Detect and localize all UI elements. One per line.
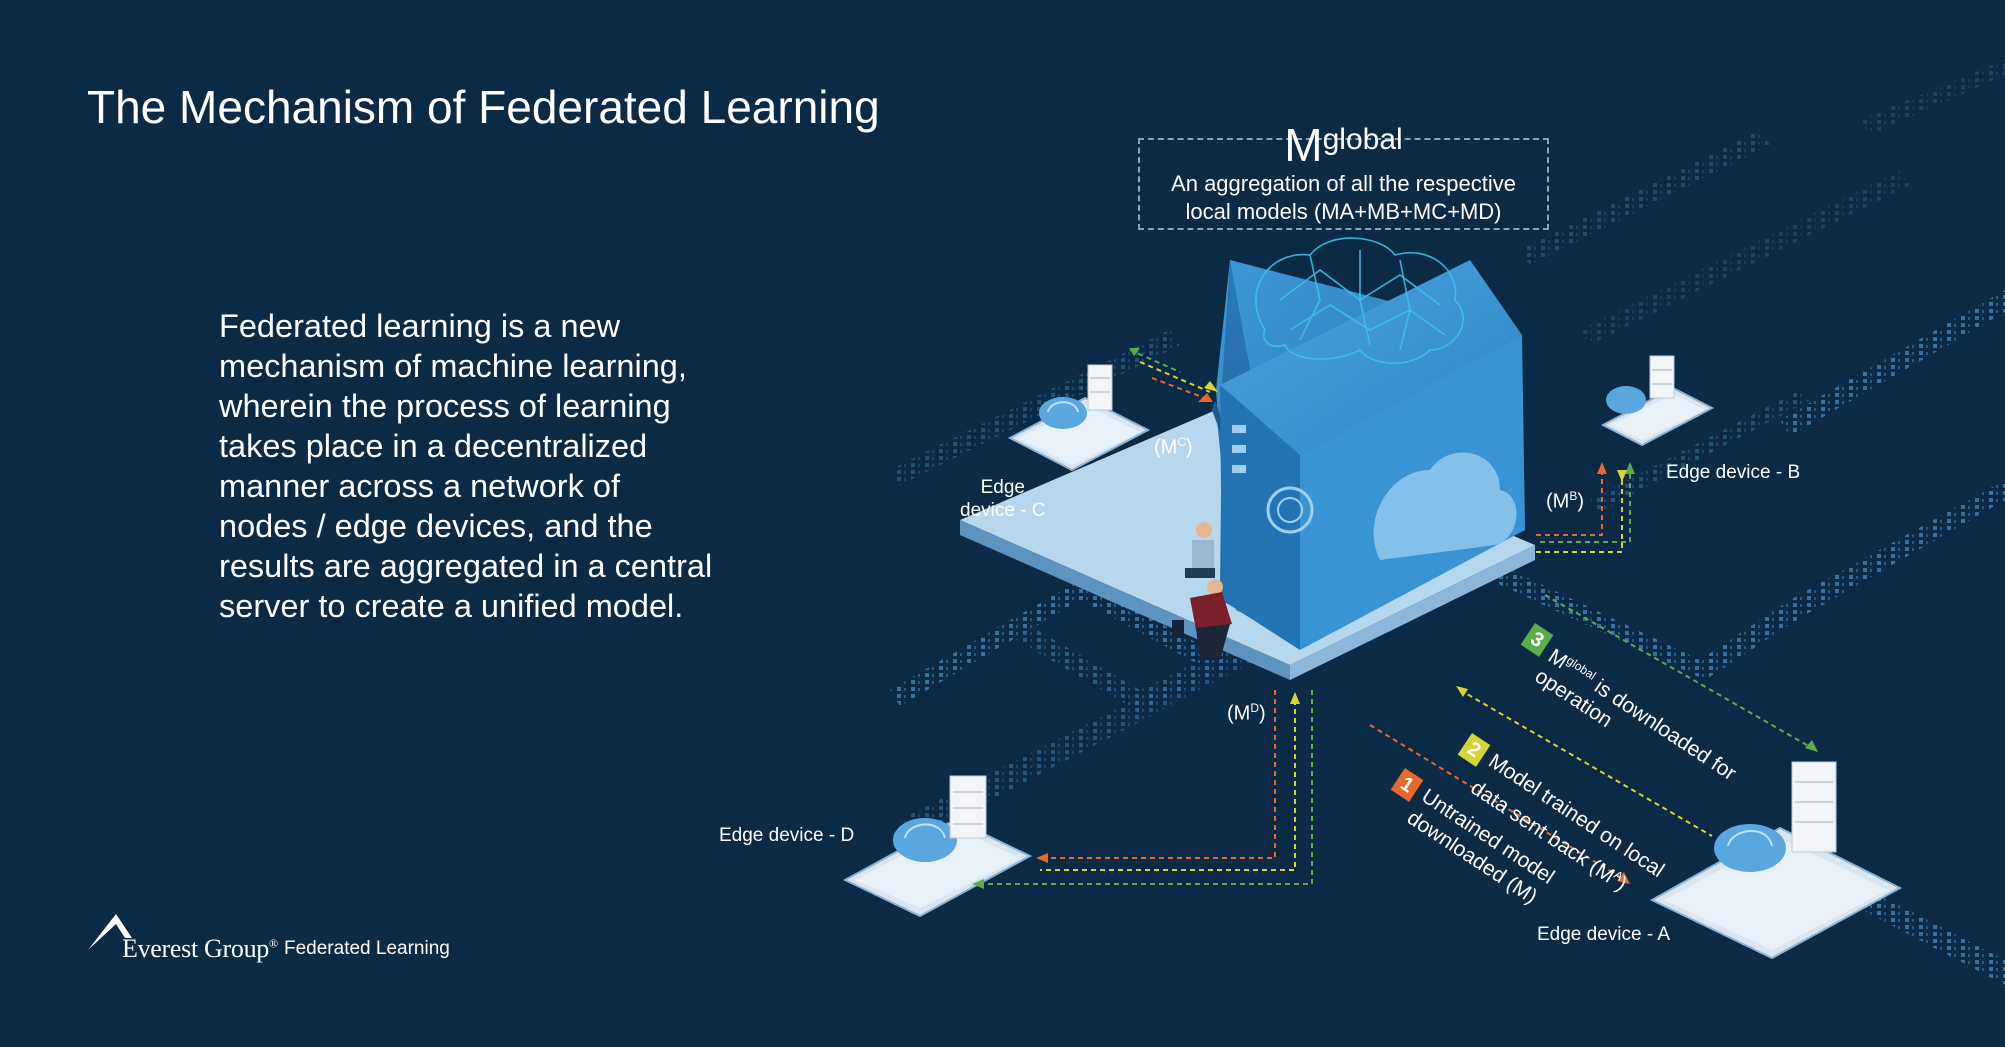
people-illustration bbox=[1172, 522, 1232, 660]
product-name: Federated Learning bbox=[284, 938, 450, 959]
arrow-d-green bbox=[975, 690, 1313, 885]
arrow-a-orange bbox=[1369, 724, 1626, 881]
flow-arrows bbox=[975, 349, 1813, 885]
description-line: nodes / edge devices, and the bbox=[219, 508, 653, 544]
model-d-label: (MD) bbox=[1227, 701, 1266, 725]
edge-device-b-illustration bbox=[1600, 355, 1715, 447]
edge-device-a-illustration bbox=[1649, 761, 1903, 960]
arrow-a-yellow bbox=[1459, 689, 1713, 837]
arrow-c-yellow bbox=[1139, 361, 1211, 393]
description-line: mechanism of machine learning, bbox=[219, 348, 687, 384]
arrow-heads bbox=[972, 348, 1818, 889]
model-c-label: (MC) bbox=[1154, 435, 1193, 459]
arrow-d-orange bbox=[1040, 690, 1276, 859]
model-d-superscript: D bbox=[1250, 701, 1259, 715]
edge-device-c-label-line-2: device - C bbox=[960, 500, 1046, 521]
edge-device-c-label-line-1: Edge bbox=[980, 477, 1025, 498]
edge-device-a-label: Edge device - A bbox=[1537, 924, 1671, 945]
central-server bbox=[960, 260, 1535, 680]
arrow-a-green bbox=[1544, 594, 1813, 749]
arrow-b-green bbox=[1540, 470, 1631, 543]
description-line: takes place in a decentralized bbox=[219, 428, 648, 464]
edge-device-b-label: Edge device - B bbox=[1666, 462, 1801, 483]
description-line: wherein the process of learning bbox=[219, 388, 671, 424]
description-line: Federated learning is a new bbox=[219, 308, 621, 344]
model-b-superscript: B bbox=[1569, 489, 1578, 503]
brand-name-text: Everest Group bbox=[122, 934, 269, 963]
global-model-line-2: local models (MA+MB+MC+MD) bbox=[1185, 199, 1502, 224]
description-line: manner across a network of bbox=[219, 468, 621, 504]
arrow-b-orange bbox=[1536, 470, 1603, 536]
mountain-logo-icon bbox=[88, 914, 132, 950]
registered-mark: ® bbox=[269, 936, 278, 951]
global-model-description: An aggregation of all the respective loc… bbox=[1138, 170, 1549, 226]
brand-name: Everest Group® bbox=[122, 934, 278, 964]
global-model-callout-box bbox=[1138, 138, 1549, 230]
arrow-d-yellow bbox=[1040, 700, 1296, 871]
arrow-c-green bbox=[1129, 349, 1181, 373]
global-model-line-1: An aggregation of all the respective bbox=[1171, 171, 1516, 196]
global-model-superscript: global bbox=[1322, 123, 1403, 156]
description-line: results are aggregated in a central bbox=[219, 548, 713, 584]
global-model-symbol: M bbox=[1284, 119, 1323, 171]
edge-device-c-illustration bbox=[1007, 364, 1151, 472]
description-line: server to create a unified model. bbox=[219, 588, 684, 624]
brain-illustration bbox=[1255, 237, 1464, 364]
global-model-title: Mglobal bbox=[1138, 118, 1549, 172]
description-text: Federated learning is a new mechanism of… bbox=[219, 306, 739, 626]
arrow-c-orange bbox=[1151, 377, 1211, 401]
edge-device-d-illustration bbox=[842, 775, 1033, 918]
model-b-label: (MB) bbox=[1546, 489, 1585, 513]
arrow-b-yellow bbox=[1536, 470, 1623, 553]
edge-device-c-label: Edge device - C bbox=[960, 476, 1046, 522]
slide-title: The Mechanism of Federated Learning bbox=[87, 81, 880, 133]
model-c-superscript: C bbox=[1177, 435, 1186, 449]
edge-device-d-label: Edge device - D bbox=[719, 825, 855, 846]
